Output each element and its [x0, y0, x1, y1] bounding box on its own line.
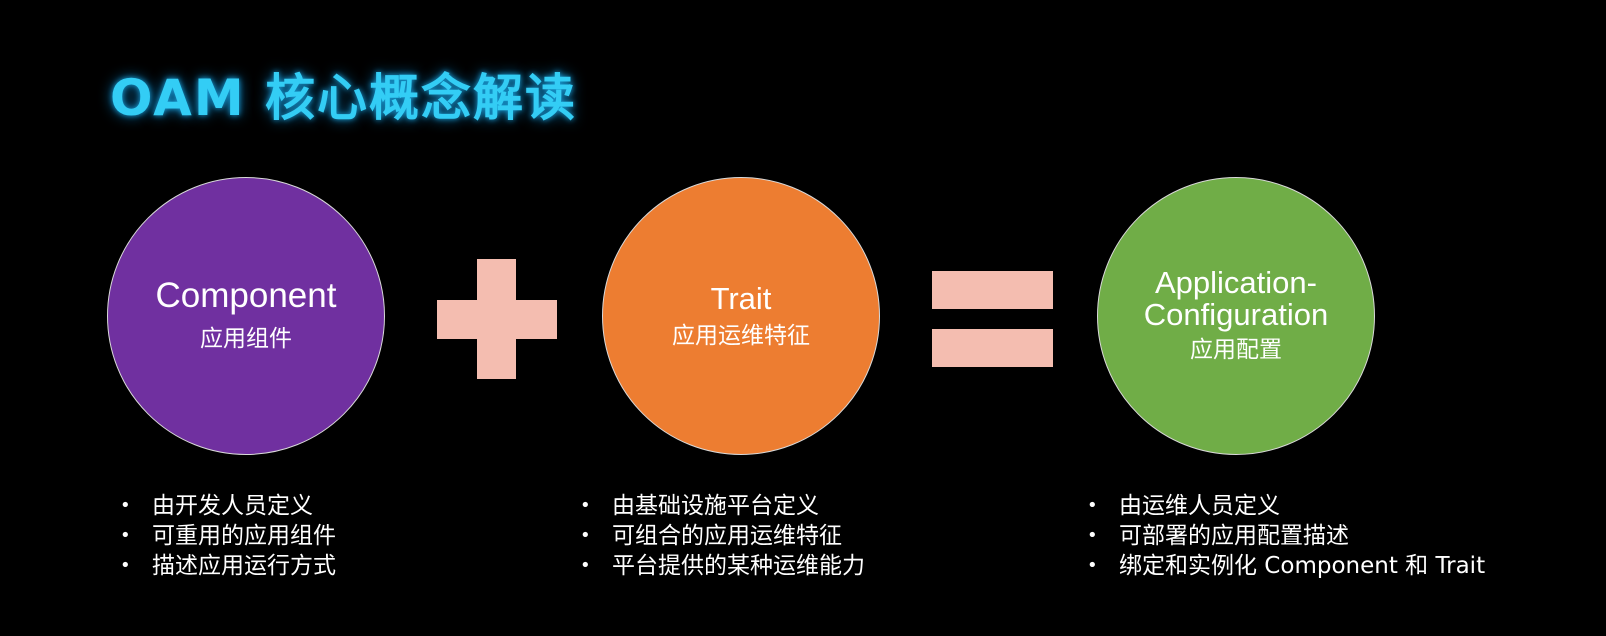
component-bullet-list: 由开发人员定义 可重用的应用组件 描述应用运行方式: [120, 491, 336, 581]
trait-bullet-list: 由基础设施平台定义 可组合的应用运维特征 平台提供的某种运维能力: [580, 491, 865, 581]
trait-subtitle: 应用运维特征: [672, 323, 810, 349]
application-subtitle: 应用配置: [1190, 337, 1282, 363]
list-item: 由基础设施平台定义: [580, 491, 865, 521]
component-subtitle: 应用组件: [200, 326, 292, 352]
component-name: Component: [155, 276, 337, 315]
application-name-line2: Configuration: [1143, 297, 1329, 332]
list-item: 可组合的应用运维特征: [580, 521, 865, 551]
trait-name: Trait: [710, 281, 772, 316]
trait-circle: Trait 应用运维特征: [602, 177, 880, 455]
application-bullet-list: 由运维人员定义 可部署的应用配置描述 绑定和实例化 Component 和 Tr…: [1087, 491, 1485, 581]
equals-bottom-bar: [932, 329, 1053, 367]
application-name-line1: Application-: [1155, 265, 1317, 300]
list-item: 绑定和实例化 Component 和 Trait: [1087, 551, 1485, 581]
list-item: 可重用的应用组件: [120, 521, 336, 551]
component-circle: Component 应用组件: [107, 177, 385, 455]
list-item: 由开发人员定义: [120, 491, 336, 521]
plus-horizontal-bar: [437, 300, 557, 339]
page-title: OAM 核心概念解读: [110, 69, 578, 127]
list-item: 可部署的应用配置描述: [1087, 521, 1485, 551]
list-item: 描述应用运行方式: [120, 551, 336, 581]
equals-top-bar: [932, 271, 1053, 309]
application-configuration-circle: Application- Configuration 应用配置: [1097, 177, 1375, 455]
list-item: 由运维人员定义: [1087, 491, 1485, 521]
list-item: 平台提供的某种运维能力: [580, 551, 865, 581]
